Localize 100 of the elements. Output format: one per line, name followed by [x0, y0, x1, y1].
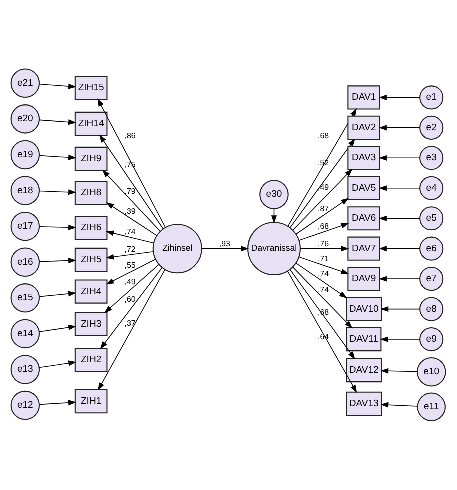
node-circle: e21 [10, 68, 40, 98]
edge-label: ,74 [124, 228, 136, 237]
arrow [102, 170, 161, 232]
arrow [39, 291, 77, 298]
arrow [99, 134, 164, 230]
node-box: DAV6 [348, 206, 381, 231]
node-box: DAV9 [348, 267, 381, 292]
node-box: DAV3 [348, 146, 381, 170]
node-circle: Davranissal [248, 222, 301, 276]
node-circle: e9 [420, 327, 444, 352]
node-box: ZIH2 [74, 348, 108, 372]
node-circle: e18 [10, 176, 40, 206]
node-circle: e3 [420, 146, 444, 170]
arrow [287, 271, 358, 394]
node-circle: e30 [260, 180, 289, 210]
arrow [100, 267, 163, 350]
arrow [378, 246, 420, 252]
node-circle: e2 [420, 116, 444, 140]
node-circle: e14 [10, 319, 40, 349]
node-circle: e6 [420, 236, 444, 261]
edge-label: ,86 [124, 131, 136, 140]
arrow [106, 252, 154, 260]
node-box: DAV10 [346, 297, 382, 322]
node-circle: e16 [10, 248, 40, 277]
node-circle: e4 [420, 176, 444, 200]
edge-label: ,60 [124, 295, 136, 304]
arrow [296, 198, 350, 235]
arrow [39, 400, 77, 406]
node-circle: e8 [420, 297, 444, 322]
node-box: DAV11 [346, 327, 382, 352]
node-circle: e13 [10, 355, 40, 384]
arrow [39, 360, 77, 368]
edge-label: ,93 [219, 239, 230, 248]
arrow [300, 246, 350, 252]
node-box: ZIH6 [74, 216, 108, 240]
arrow [202, 246, 250, 252]
edge-label: ,79 [124, 186, 136, 196]
node-box: ZIH9 [74, 146, 108, 172]
node-circle: Zihinsel [152, 224, 202, 274]
node-circle: e1 [420, 86, 444, 110]
node-box: ZIH4 [74, 280, 108, 304]
arrow [292, 267, 353, 329]
arrow [98, 98, 166, 228]
arrow [378, 276, 420, 282]
arrow [380, 306, 420, 312]
node-circle: e15 [10, 284, 40, 313]
arrow [380, 336, 420, 342]
node-circle: e5 [420, 206, 444, 231]
arrow [39, 154, 77, 160]
edge-label: ,72 [124, 245, 136, 254]
node-box: DAV5 [348, 176, 381, 200]
node-box: ZIH1 [74, 390, 108, 414]
node-box: DAV7 [348, 236, 381, 261]
arrow [39, 84, 77, 90]
edge-label: ,71 [318, 254, 330, 264]
arrow [39, 224, 77, 230]
node-circle: e17 [10, 212, 40, 242]
arrow [106, 230, 154, 244]
edge-label: ,68 [318, 222, 330, 231]
arrow [290, 269, 356, 360]
node-box: ZIH3 [74, 312, 108, 336]
arrow [378, 125, 420, 131]
arrow [378, 216, 420, 222]
arrow [39, 258, 77, 264]
node-circle: e10 [416, 358, 446, 387]
node-circle: e19 [10, 140, 40, 170]
node-box: ZIH15 [74, 76, 108, 100]
node-box: ZIH5 [74, 248, 108, 272]
arrow [296, 262, 348, 298]
arrow [298, 256, 350, 274]
arrow [298, 223, 350, 241]
arrow [292, 168, 353, 231]
edge-label: ,87 [318, 204, 330, 214]
edge-label: ,74 [318, 286, 330, 295]
arrow [104, 264, 160, 314]
edge-label: ,76 [318, 239, 330, 248]
node-box: ZIH8 [74, 181, 108, 206]
arrow [378, 155, 420, 161]
arrow [39, 120, 77, 126]
arrow [288, 108, 357, 227]
arrow [106, 259, 156, 285]
edge-label: ,37 [124, 318, 136, 328]
node-circle: e11 [417, 392, 446, 422]
arrow [290, 138, 356, 228]
edge-label: ,74 [318, 270, 330, 279]
node-box: ZIH14 [74, 112, 108, 136]
arrow [39, 324, 77, 332]
node-circle: e20 [10, 104, 40, 134]
edge-label: ,39 [124, 206, 136, 216]
edge-label: ,49 [318, 182, 330, 192]
arrow [39, 190, 77, 196]
node-box: DAV2 [348, 116, 381, 140]
node-circle: e7 [420, 267, 444, 292]
node-circle: e12 [10, 390, 40, 420]
arrow [380, 402, 418, 408]
arrow [378, 94, 420, 100]
arrow [380, 368, 418, 374]
node-box: DAV12 [346, 358, 382, 383]
node-box: DAV1 [348, 86, 381, 110]
edge-label: ,49 [124, 278, 136, 287]
